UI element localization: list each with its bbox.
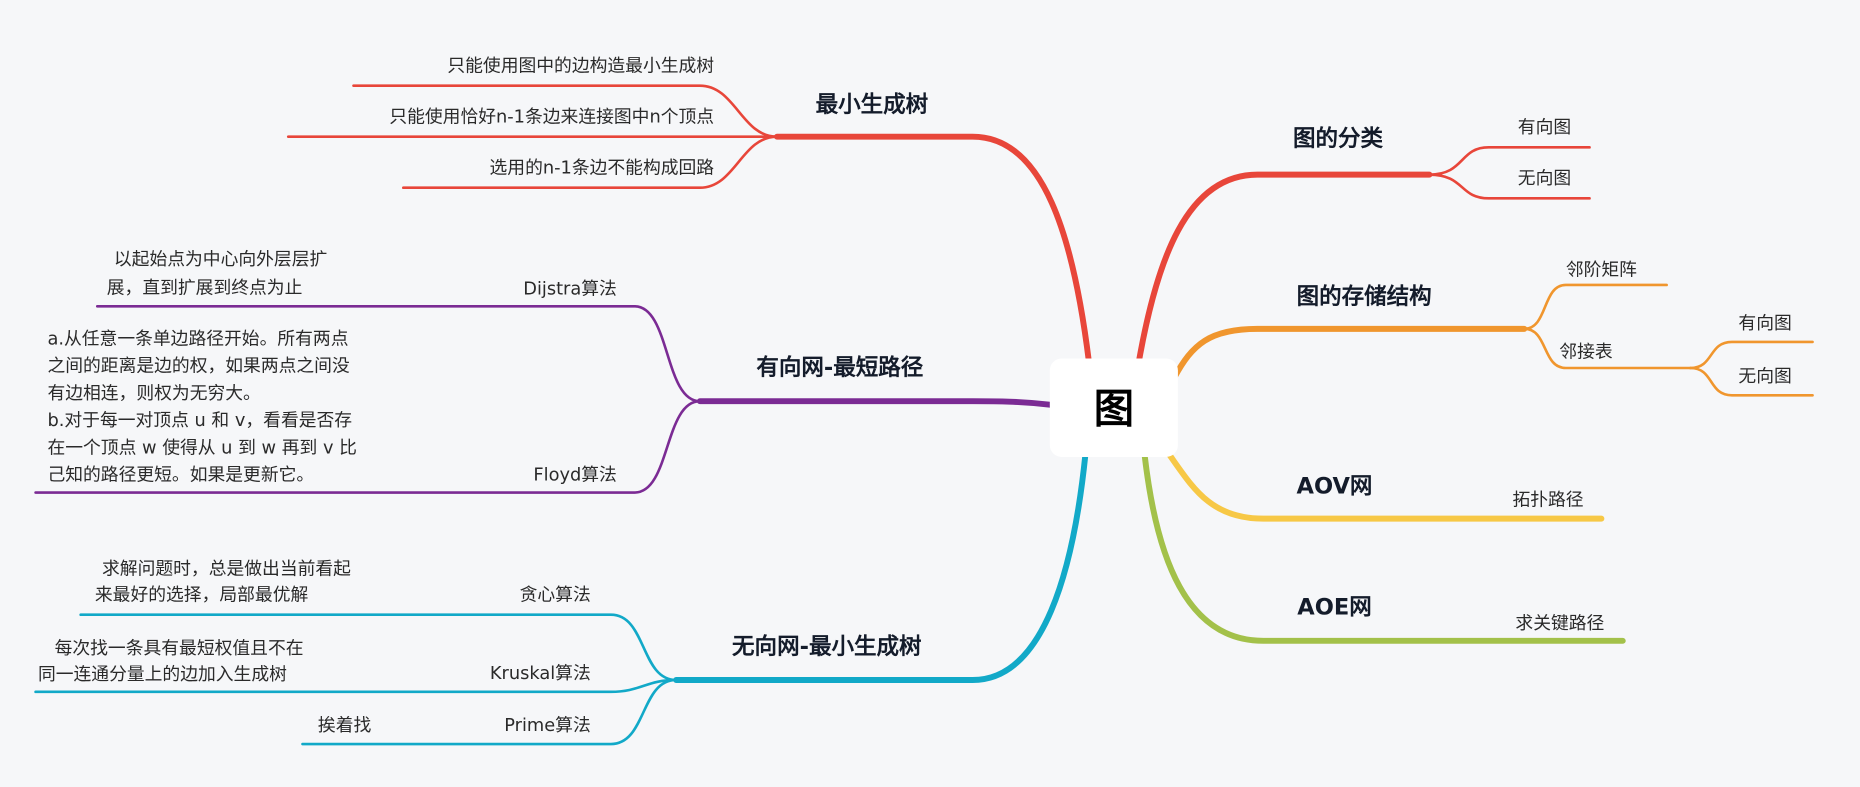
branch-aov[interactable]: AOV网 拓扑路径: [1165, 450, 1605, 522]
floyd-note-line: b.对于每一对顶点 u 和 v，看看是否存: [47, 410, 352, 431]
adjacency-matrix[interactable]: 邻阶矩阵: [1566, 259, 1637, 280]
child-line: [95, 305, 702, 403]
kruskal-label[interactable]: Kruskal算法: [490, 663, 591, 684]
branch-undirected-mst[interactable]: 无向网-最小生成树 贪心算法 求解问题时，总是做出当前看起 来最好的选择，局部最…: [34, 451, 1089, 746]
dijstra-note-line: 展，直到扩展到终点为止: [107, 277, 303, 298]
branch-label[interactable]: 图的分类: [1293, 125, 1384, 152]
root-box: [1049, 358, 1178, 457]
adjlist-undirected[interactable]: 无向图: [1738, 366, 1791, 387]
floyd-label[interactable]: Floyd算法: [533, 465, 616, 486]
root-label[interactable]: 图: [1094, 386, 1134, 433]
branch-label[interactable]: AOV网: [1297, 474, 1373, 500]
branch-storage[interactable]: 图的存储结构 邻阶矩阵 邻接表 有向图 无向图: [1171, 259, 1814, 397]
child-line: [1522, 327, 1692, 370]
child-line: [402, 135, 779, 189]
branch-classification[interactable]: 图的分类 有向图 无向图: [1135, 117, 1591, 366]
branch-line: [774, 133, 1092, 366]
child-line: [1689, 340, 1814, 370]
directed-graph[interactable]: 有向图: [1518, 117, 1571, 138]
child-line: [1689, 366, 1814, 397]
floyd-note-line: 之间的距离是边的权，如果两点之间没: [47, 356, 350, 377]
branch-label[interactable]: AOE网: [1297, 595, 1371, 621]
mst-rule-3[interactable]: 选用的n-1条边不能构成回路: [490, 157, 715, 178]
floyd-note-line: a.从任意一条单边路径开始。所有两点: [47, 328, 348, 349]
greedy-label[interactable]: 贪心算法: [520, 584, 591, 605]
topological-path[interactable]: 拓扑路径: [1512, 490, 1583, 511]
branch-line: [696, 398, 1054, 408]
critical-path[interactable]: 求关键路径: [1515, 613, 1604, 634]
dijstra-note-line: 以起始点为中心向外层层扩: [114, 249, 327, 270]
mst-rule-1[interactable]: 只能使用图中的边构造最小生成树: [447, 55, 714, 76]
adjacency-list[interactable]: 邻接表: [1559, 341, 1613, 362]
kruskal-note-line: 同一连通分量上的边加入生成树: [38, 664, 287, 685]
branch-label[interactable]: 图的存储结构: [1297, 283, 1432, 310]
branch-line: [673, 451, 1089, 683]
kruskal-note-line: 每次找一条具有最短权值且不在: [55, 638, 304, 659]
branch-shortest-path[interactable]: 有向网-最短路径 Dijstra算法 以起始点为中心向外层层扩 展，直到扩展到终…: [34, 249, 1054, 494]
branch-line: [1171, 325, 1528, 381]
prime-note: 挨着找: [318, 715, 372, 736]
prime-label[interactable]: Prime算法: [504, 715, 590, 736]
mst-rule-2[interactable]: 只能使用恰好n-1条边来连接图中n个顶点: [389, 106, 714, 127]
child-line: [352, 84, 779, 138]
child-line: [1428, 173, 1591, 200]
child-line: [34, 399, 702, 494]
child-line: [1428, 146, 1591, 176]
undirected-graph[interactable]: 无向图: [1518, 168, 1571, 189]
child-line: [1522, 283, 1668, 331]
adjlist-directed[interactable]: 有向图: [1738, 313, 1791, 334]
child-line: [79, 613, 678, 682]
child-line: [301, 678, 678, 746]
floyd-note-line: 有边相连，则权为无穷大。: [47, 383, 260, 404]
branch-mst[interactable]: 最小生成树 只能使用图中的边构造最小生成树 只能使用恰好n-1条边来连接图中n个…: [286, 55, 1092, 366]
branch-label[interactable]: 有向网-最短路径: [756, 354, 923, 381]
branch-line: [1141, 452, 1626, 644]
branch-aoe[interactable]: AOE网 求关键路径: [1141, 452, 1626, 644]
floyd-note-line: 在一个顶点 w 使得从 u 到 w 再到 v 比: [47, 437, 356, 458]
branch-line: [1165, 450, 1605, 522]
branch-label[interactable]: 无向网-最小生成树: [732, 633, 922, 660]
branch-line: [1135, 171, 1433, 366]
branch-label[interactable]: 最小生成树: [816, 92, 929, 118]
root-node[interactable]: 图: [1049, 358, 1178, 457]
floyd-note-line: 己知的路径更短。如果是更新它。: [47, 465, 314, 486]
dijstra-label[interactable]: Dijstra算法: [523, 278, 617, 299]
greedy-note-line: 求解问题时，总是做出当前看起: [102, 558, 351, 579]
greedy-note-line: 来最好的选择，局部最优解: [95, 584, 309, 605]
